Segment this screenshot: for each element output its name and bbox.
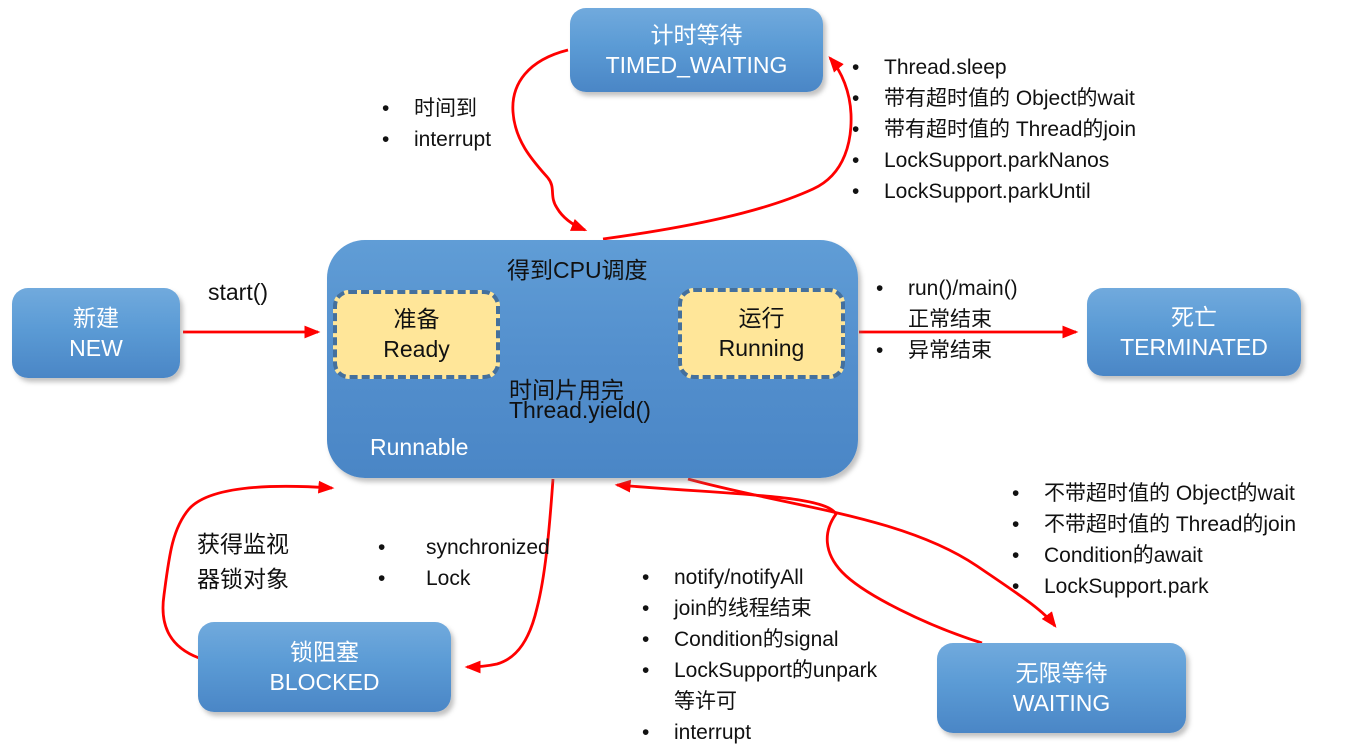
state-node-terminated: 死亡 TERMINATED <box>1087 288 1301 376</box>
list-item: LockSupport.parkNanos <box>848 145 1136 176</box>
edge-label-start: start() <box>208 279 269 305</box>
state-node-waiting: 无限等待 WAITING <box>937 643 1186 733</box>
list-item: 异常结束 <box>872 335 1018 366</box>
sub-state-label-en: Ready <box>383 335 450 362</box>
state-node-blocked: 锁阻塞 BLOCKED <box>198 622 451 712</box>
state-label-en: TIMED_WAITING <box>605 52 788 78</box>
list-item: run()/main() <box>872 273 1018 304</box>
list-item: LockSupport.parkUntil <box>848 176 1136 207</box>
annotation-list-terminated-enter: run()/main() 正常结束 异常结束 <box>872 273 1018 366</box>
list-item: 时间到 <box>378 93 491 124</box>
list-item: Lock <box>374 563 550 594</box>
edge-label-thread-yield: Thread.yield() <box>509 397 651 423</box>
sub-state-label-zh: 准备 <box>393 305 440 332</box>
list-item: LockSupport的unpark <box>638 655 877 686</box>
sub-state-ready: 准备 Ready <box>333 290 500 379</box>
state-label-en: BLOCKED <box>269 669 380 695</box>
state-label-zh: 无限等待 <box>1015 659 1108 686</box>
list-item: interrupt <box>378 124 491 155</box>
state-label-en: WAITING <box>1012 690 1111 716</box>
list-item: LockSupport.park <box>1008 571 1296 602</box>
runnable-container-label: Runnable <box>370 434 469 460</box>
list-item: 等许可 <box>674 690 737 713</box>
state-label-zh: 计时等待 <box>650 21 743 48</box>
annotation-monitor-lock-line2: 器锁对象 <box>197 566 289 592</box>
list-item: 带有超时值的 Thread的join <box>848 114 1136 145</box>
annotation-monitor-lock-line1: 获得监视 <box>197 531 289 557</box>
list-item: synchronized <box>374 532 550 563</box>
list-item: Condition的signal <box>638 624 877 655</box>
sub-state-running: 运行 Running <box>678 288 845 379</box>
annotation-list-timed-waiting-exit: 时间到 interrupt <box>378 93 491 155</box>
annotation-list-waiting-enter: 不带超时值的 Object的wait 不带超时值的 Thread的join Co… <box>1008 478 1296 602</box>
edge-label-cpu-schedule: 得到CPU调度 <box>507 257 648 283</box>
edge-label-timeslice: 时间片用完 <box>509 377 624 403</box>
annotation-list-waiting-exit: notify/notifyAll join的线程结束 Condition的sig… <box>638 562 877 748</box>
state-label-en: NEW <box>69 335 123 361</box>
annotation-list-blocked-enter: synchronized Lock <box>374 532 550 594</box>
list-item: 不带超时值的 Thread的join <box>1008 509 1296 540</box>
state-node-timed-waiting: 计时等待 TIMED_WAITING <box>570 8 823 92</box>
sub-state-label-zh: 运行 <box>738 304 785 331</box>
state-label-en: TERMINATED <box>1120 334 1268 360</box>
list-item: Thread.sleep <box>848 52 1136 83</box>
list-item: 带有超时值的 Object的wait <box>848 83 1136 114</box>
state-label-zh: 新建 <box>73 304 119 331</box>
list-item: notify/notifyAll <box>638 562 877 593</box>
annotation-list-timed-waiting-enter: Thread.sleep 带有超时值的 Object的wait 带有超时值的 T… <box>848 52 1136 207</box>
annotation-monitor-lock: 获得监视 器锁对象 <box>197 527 289 597</box>
list-item: interrupt <box>638 717 877 748</box>
list-item: 不带超时值的 Object的wait <box>1008 478 1296 509</box>
state-label-zh: 锁阻塞 <box>290 638 359 665</box>
list-item: Condition的await <box>1008 540 1296 571</box>
list-item: 正常结束 <box>908 308 992 331</box>
state-node-new: 新建 NEW <box>12 288 180 378</box>
sub-state-label-en: Running <box>718 334 805 361</box>
state-label-zh: 死亡 <box>1171 303 1217 330</box>
list-item: join的线程结束 <box>638 593 877 624</box>
